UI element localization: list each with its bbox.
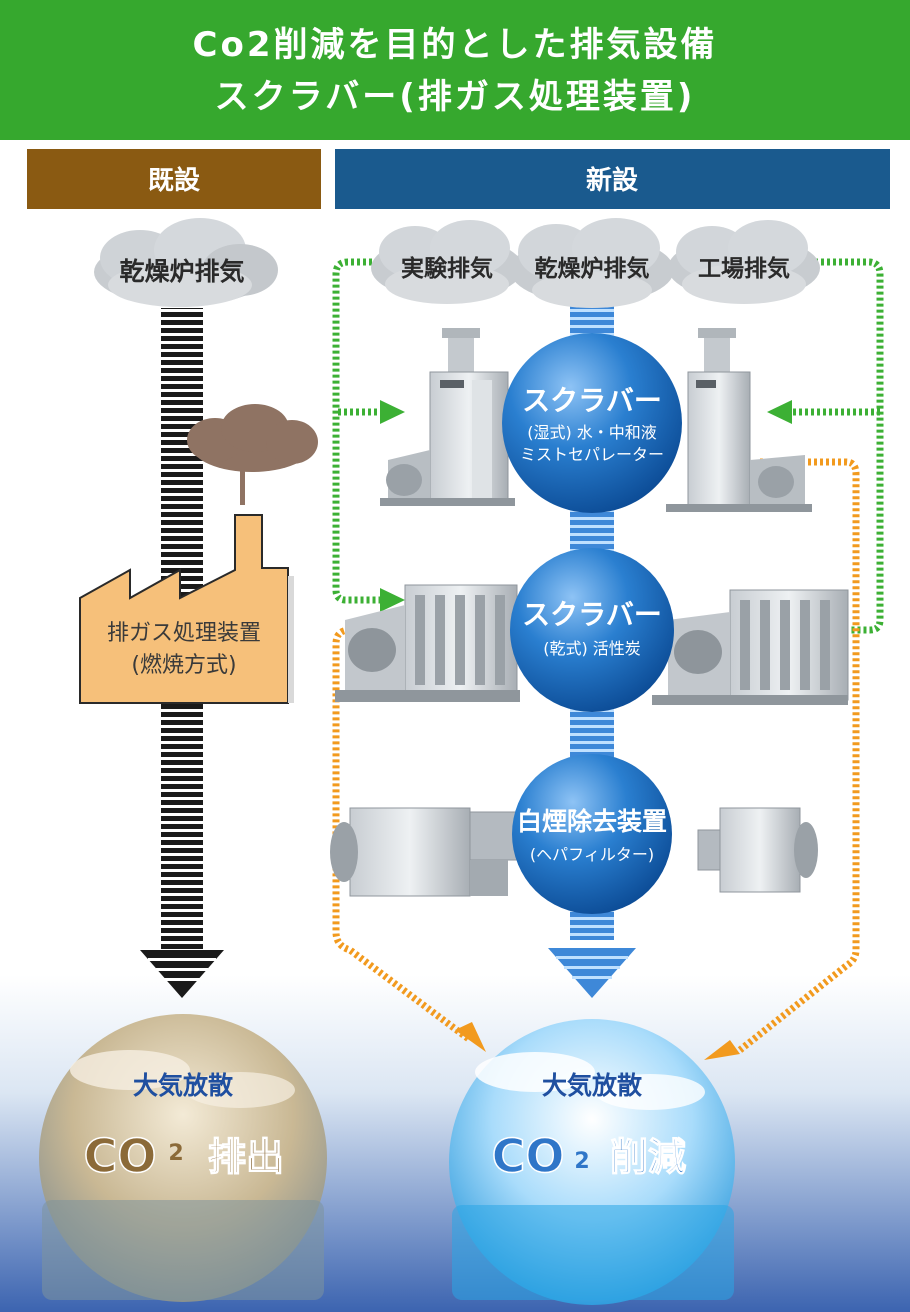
globe-co2-emission: [39, 1014, 327, 1302]
scrubber-machine-icon: [666, 328, 812, 512]
new-result-tail: 削減: [610, 1135, 686, 1179]
orange-dashed-flow: [332, 458, 860, 1053]
smoke-cloud-icon: [187, 404, 318, 505]
existing-result-tail: 排出: [208, 1135, 284, 1179]
stage-3-line1: (ヘパフィルター): [530, 845, 654, 864]
new-result-main: CO: [492, 1129, 565, 1183]
stage-1-title: スクラバー: [522, 384, 662, 417]
down-arrow-icon: [548, 948, 636, 998]
stage-1-line2: ミストセパレーター: [520, 445, 664, 464]
source-cloud-1: 実験排気: [401, 255, 493, 282]
stage-2-line1: (乾式) 活性炭: [543, 639, 641, 658]
cloud-icon: [371, 220, 523, 304]
existing-column-header: 既設: [27, 149, 321, 209]
new-result-sub: 2: [574, 1149, 589, 1174]
green-dashed-flow: [332, 258, 884, 634]
title-line-2: スクラバー(排ガス処理装置): [215, 77, 696, 117]
title-line-1: Co2削減を目的とした排気設備: [193, 25, 718, 65]
header-banner: Co2削減を目的とした排気設備 スクラバー(排ガス処理装置): [0, 0, 910, 140]
stage-circle-wet-scrubber: [502, 333, 682, 513]
existing-source-label: 乾燥炉排気: [119, 257, 244, 286]
stage-1-line1: (湿式) 水・中和液: [527, 423, 657, 442]
cloud-icon: [94, 218, 278, 307]
filter-machine-icon: [330, 807, 519, 897]
scrubber-machine-icon: [380, 328, 515, 506]
treatment-label-1: 排ガス処理装置: [107, 621, 261, 646]
orange-arrow-heads: [455, 1022, 740, 1060]
new-label: 新設: [586, 165, 639, 196]
existing-result-main: CO: [84, 1129, 157, 1183]
down-arrow-icon: [140, 950, 224, 998]
source-cloud-2: 乾燥炉排気: [535, 255, 650, 282]
cloud-icon: [668, 220, 820, 304]
existing-result-top: 大気放散: [133, 1071, 233, 1100]
stage-circle-white-smoke-removal: [512, 754, 672, 914]
treatment-label-2: (燃焼方式): [131, 653, 236, 678]
new-column-header: 新設: [335, 149, 890, 209]
globe-co2-reduction: [449, 1019, 735, 1305]
scrubber-machine-icon: [652, 589, 849, 705]
stage-2-title: スクラバー: [522, 598, 662, 631]
factory-icon: [79, 514, 294, 704]
existing-result-sub: 2: [168, 1141, 183, 1166]
new-result-top: 大気放散: [542, 1071, 642, 1100]
filter-machine-icon: [697, 807, 818, 893]
stage-3-title: 白煙除去装置: [517, 807, 667, 836]
existing-label: 既設: [148, 165, 201, 196]
source-cloud-3: 工場排気: [698, 255, 790, 282]
stage-circle-dry-scrubber: [510, 548, 674, 712]
cloud-icon: [510, 218, 674, 308]
scrubber-machine-icon: [335, 584, 520, 702]
